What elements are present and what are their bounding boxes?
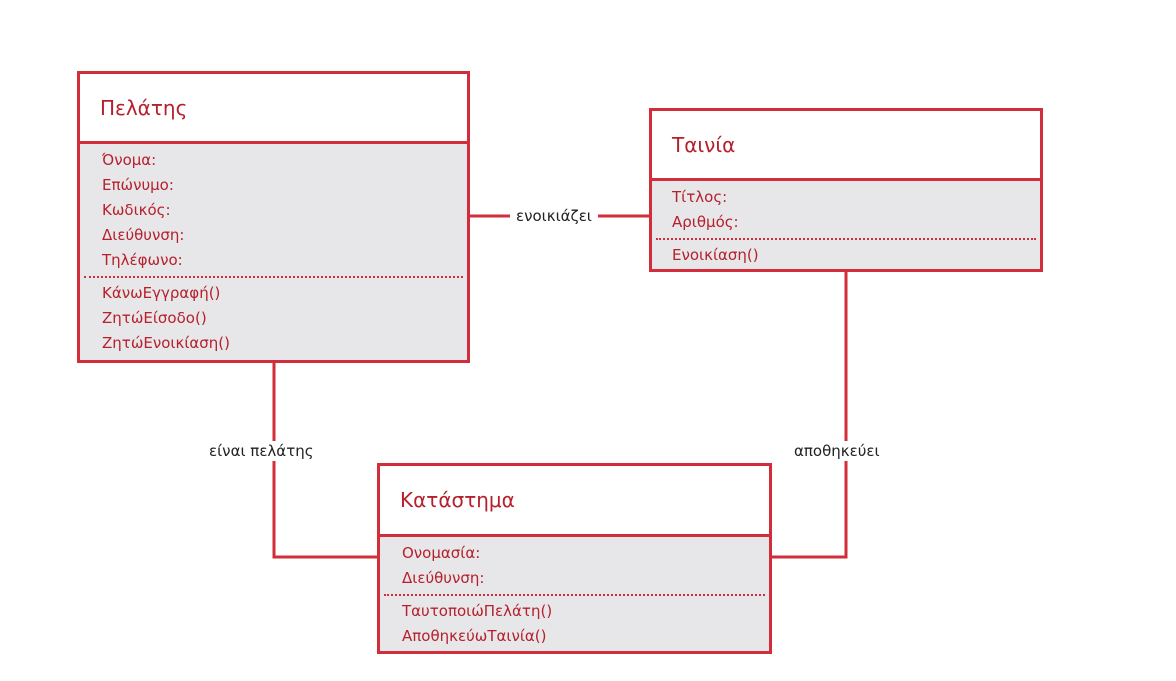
attribute-customer-address: Διεύθυνση: bbox=[102, 226, 185, 244]
association-label-is-customer: είναι πελάτης bbox=[203, 441, 320, 461]
class-attributes-movie: Τίτλος: Αριθμός: bbox=[652, 181, 1040, 238]
association-label-rents: ενοικιάζει bbox=[510, 206, 598, 226]
attribute-customer-last-name: Επώνυμο: bbox=[102, 176, 174, 194]
class-attributes-customer: Όνομα: Επώνυμο: Κωδικός: Διεύθυνση: Τηλέ… bbox=[80, 144, 467, 276]
attribute-customer-first-name: Όνομα: bbox=[102, 151, 157, 169]
attribute-movie-title: Τίτλος: bbox=[672, 188, 728, 206]
class-name-store: Κατάστημα bbox=[380, 466, 769, 537]
class-name-customer: Πελάτης bbox=[80, 74, 467, 144]
class-operations-movie: Ενοικίαση() bbox=[652, 240, 1040, 268]
attribute-store-name: Ονομασία: bbox=[402, 544, 481, 562]
operation-customer-request-rental: ΖητώΕνοικίαση() bbox=[102, 334, 231, 352]
attribute-store-address: Διεύθυνση: bbox=[402, 569, 485, 587]
class-box-store: Κατάστημα Ονομασία: Διεύθυνση: Ταυτοποιώ… bbox=[377, 463, 772, 654]
association-label-stores: αποθηκεύει bbox=[788, 441, 886, 461]
attribute-movie-number: Αριθμός: bbox=[672, 213, 739, 231]
class-divider-customer bbox=[84, 276, 463, 278]
class-operations-customer: ΚάνωΕγγραφή() ΖητώΕίσοδο() ΖητώΕνοικίαση… bbox=[80, 278, 467, 356]
association-line-is-customer bbox=[272, 363, 377, 559]
class-name-movie: Ταινία bbox=[652, 111, 1040, 181]
operation-customer-request-login: ΖητώΕίσοδο() bbox=[102, 309, 207, 327]
class-divider-store bbox=[384, 594, 765, 596]
operation-store-identify-customer: ΤαυτοποιώΠελάτη() bbox=[402, 602, 553, 620]
class-attributes-store: Ονομασία: Διεύθυνση: bbox=[380, 537, 769, 594]
class-box-customer: Πελάτης Όνομα: Επώνυμο: Κωδικός: Διεύθυν… bbox=[77, 71, 470, 363]
operation-movie-rental: Ενοικίαση() bbox=[672, 246, 759, 264]
class-divider-movie bbox=[656, 238, 1036, 240]
class-box-movie: Ταινία Τίτλος: Αριθμός: Ενοικίαση() bbox=[649, 108, 1043, 272]
operation-store-store-movie: ΑποθηκεύωΤαινία() bbox=[402, 627, 547, 645]
attribute-customer-code: Κωδικός: bbox=[102, 201, 171, 219]
operation-customer-register: ΚάνωΕγγραφή() bbox=[102, 284, 221, 302]
attribute-customer-phone: Τηλέφωνο: bbox=[102, 251, 183, 269]
class-operations-store: ΤαυτοποιώΠελάτη() ΑποθηκεύωΤαινία() bbox=[380, 596, 769, 649]
association-line-stores bbox=[772, 272, 848, 559]
